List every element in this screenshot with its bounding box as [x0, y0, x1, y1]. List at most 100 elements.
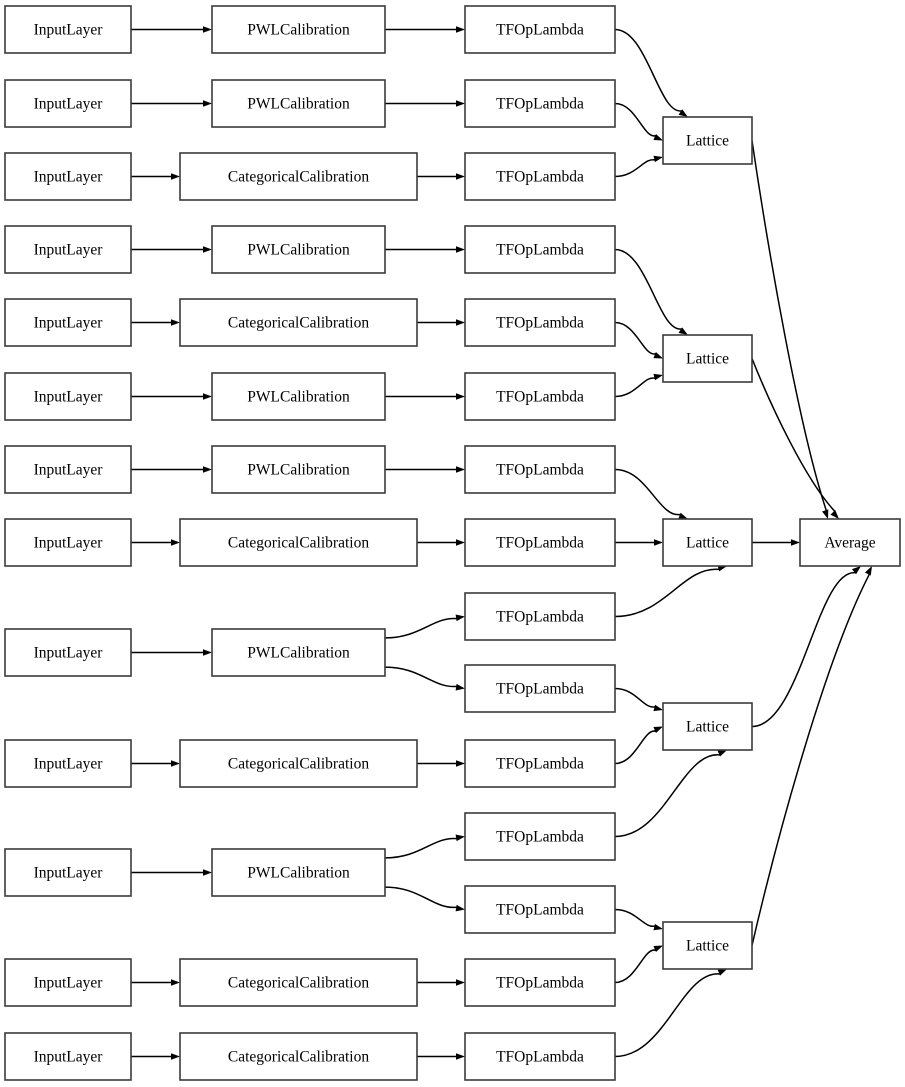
- node-box[interactable]: [4, 225, 132, 274]
- node-box[interactable]: [211, 445, 386, 494]
- node-box[interactable]: [211, 225, 386, 274]
- node-box[interactable]: [4, 1032, 132, 1081]
- node-box[interactable]: [662, 702, 753, 751]
- node-tfop-lambda-op4[interactable]: TFOpLambda: [464, 225, 616, 274]
- node-tfop-lambda-op2[interactable]: TFOpLambda: [464, 79, 616, 128]
- node-input-layer-in1[interactable]: InputLayer: [4, 5, 132, 54]
- node-tfop-lambda-op3[interactable]: TFOpLambda: [464, 152, 616, 201]
- node-pwlcalibration-cal4[interactable]: PWLCalibration: [211, 225, 386, 274]
- node-box[interactable]: [4, 958, 132, 1007]
- node-box[interactable]: [799, 518, 901, 567]
- node-tfop-lambda-op10[interactable]: TFOpLambda: [464, 664, 616, 713]
- node-categorical-calibration-cal5[interactable]: CategoricalCalibration: [179, 298, 418, 347]
- node-box[interactable]: [662, 921, 753, 970]
- node-lattice-lat3[interactable]: Lattice: [662, 518, 753, 567]
- node-box[interactable]: [464, 812, 616, 861]
- node-box[interactable]: [211, 79, 386, 128]
- node-tfop-lambda-op1[interactable]: TFOpLambda: [464, 5, 616, 54]
- node-box[interactable]: [4, 445, 132, 494]
- node-input-layer-in11[interactable]: InputLayer: [4, 848, 132, 897]
- node-box[interactable]: [4, 739, 132, 788]
- node-box[interactable]: [464, 518, 616, 567]
- node-input-layer-in3[interactable]: InputLayer: [4, 152, 132, 201]
- node-box[interactable]: [464, 958, 616, 1007]
- node-tfop-lambda-op11[interactable]: TFOpLambda: [464, 739, 616, 788]
- node-box[interactable]: [179, 518, 418, 567]
- node-lattice-lat1[interactable]: Lattice: [662, 116, 753, 165]
- node-box[interactable]: [211, 5, 386, 54]
- node-box[interactable]: [464, 592, 616, 641]
- node-pwlcalibration-cal7[interactable]: PWLCalibration: [211, 445, 386, 494]
- node-box[interactable]: [179, 1032, 418, 1081]
- node-box[interactable]: [464, 885, 616, 934]
- node-categorical-calibration-cal13[interactable]: CategoricalCalibration: [179, 1032, 418, 1081]
- node-box[interactable]: [4, 5, 132, 54]
- node-pwlcalibration-cal9[interactable]: PWLCalibration: [211, 628, 386, 677]
- node-pwlcalibration-cal11[interactable]: PWLCalibration: [211, 848, 386, 897]
- node-box[interactable]: [464, 225, 616, 274]
- node-box[interactable]: [464, 372, 616, 421]
- node-box[interactable]: [4, 298, 132, 347]
- node-pwlcalibration-cal6[interactable]: PWLCalibration: [211, 372, 386, 421]
- node-input-layer-in9[interactable]: InputLayer: [4, 628, 132, 677]
- node-box[interactable]: [4, 372, 132, 421]
- node-label: TFOpLambda: [496, 1049, 584, 1066]
- node-tfop-lambda-op5[interactable]: TFOpLambda: [464, 298, 616, 347]
- node-input-layer-in2[interactable]: InputLayer: [4, 79, 132, 128]
- node-box[interactable]: [662, 116, 753, 165]
- node-box[interactable]: [179, 298, 418, 347]
- node-box[interactable]: [179, 152, 418, 201]
- node-box[interactable]: [4, 848, 132, 897]
- node-tfop-lambda-op8[interactable]: TFOpLambda: [464, 518, 616, 567]
- node-box[interactable]: [211, 628, 386, 677]
- node-input-layer-in6[interactable]: InputLayer: [4, 372, 132, 421]
- node-categorical-calibration-cal8[interactable]: CategoricalCalibration: [179, 518, 418, 567]
- node-categorical-calibration-cal10[interactable]: CategoricalCalibration: [179, 739, 418, 788]
- node-box[interactable]: [464, 739, 616, 788]
- node-box[interactable]: [464, 298, 616, 347]
- edge-arrowhead: [678, 512, 688, 519]
- node-box[interactable]: [662, 518, 753, 567]
- edge-lat4-to-avg: [751, 572, 857, 728]
- node-average-avg[interactable]: Average: [799, 518, 901, 567]
- node-input-layer-in5[interactable]: InputLayer: [4, 298, 132, 347]
- node-box[interactable]: [4, 79, 132, 128]
- node-tfop-lambda-op14[interactable]: TFOpLambda: [464, 958, 616, 1007]
- node-box[interactable]: [464, 79, 616, 128]
- node-tfop-lambda-op15[interactable]: TFOpLambda: [464, 1032, 616, 1081]
- node-box[interactable]: [464, 445, 616, 494]
- edge-arrowhead: [456, 979, 465, 986]
- node-pwlcalibration-cal2[interactable]: PWLCalibration: [211, 79, 386, 128]
- node-input-layer-in4[interactable]: InputLayer: [4, 225, 132, 274]
- node-categorical-calibration-cal12[interactable]: CategoricalCalibration: [179, 958, 418, 1007]
- node-input-layer-in7[interactable]: InputLayer: [4, 445, 132, 494]
- node-input-layer-in12[interactable]: InputLayer: [4, 958, 132, 1007]
- node-input-layer-in10[interactable]: InputLayer: [4, 739, 132, 788]
- node-tfop-lambda-op7[interactable]: TFOpLambda: [464, 445, 616, 494]
- node-tfop-lambda-op6[interactable]: TFOpLambda: [464, 372, 616, 421]
- node-pwlcalibration-cal1[interactable]: PWLCalibration: [211, 5, 386, 54]
- node-box[interactable]: [211, 372, 386, 421]
- node-box[interactable]: [4, 518, 132, 567]
- node-label: InputLayer: [34, 389, 104, 406]
- node-box[interactable]: [464, 152, 616, 201]
- node-box[interactable]: [4, 628, 132, 677]
- node-tfop-lambda-op9[interactable]: TFOpLambda: [464, 592, 616, 641]
- node-box[interactable]: [662, 334, 753, 383]
- node-input-layer-in8[interactable]: InputLayer: [4, 518, 132, 567]
- node-categorical-calibration-cal3[interactable]: CategoricalCalibration: [179, 152, 418, 201]
- node-box[interactable]: [464, 1032, 616, 1081]
- node-tfop-lambda-op13[interactable]: TFOpLambda: [464, 885, 616, 934]
- node-tfop-lambda-op12[interactable]: TFOpLambda: [464, 812, 616, 861]
- node-lattice-lat5[interactable]: Lattice: [662, 921, 753, 970]
- node-box[interactable]: [179, 739, 418, 788]
- node-box[interactable]: [211, 848, 386, 897]
- node-box[interactable]: [464, 5, 616, 54]
- node-input-layer-in13[interactable]: InputLayer: [4, 1032, 132, 1081]
- node-lattice-lat2[interactable]: Lattice: [662, 334, 753, 383]
- node-lattice-lat4[interactable]: Lattice: [662, 702, 753, 751]
- node-box[interactable]: [4, 152, 132, 201]
- node-box[interactable]: [179, 958, 418, 1007]
- node-box[interactable]: [464, 664, 616, 713]
- edge-arrowhead: [653, 704, 663, 712]
